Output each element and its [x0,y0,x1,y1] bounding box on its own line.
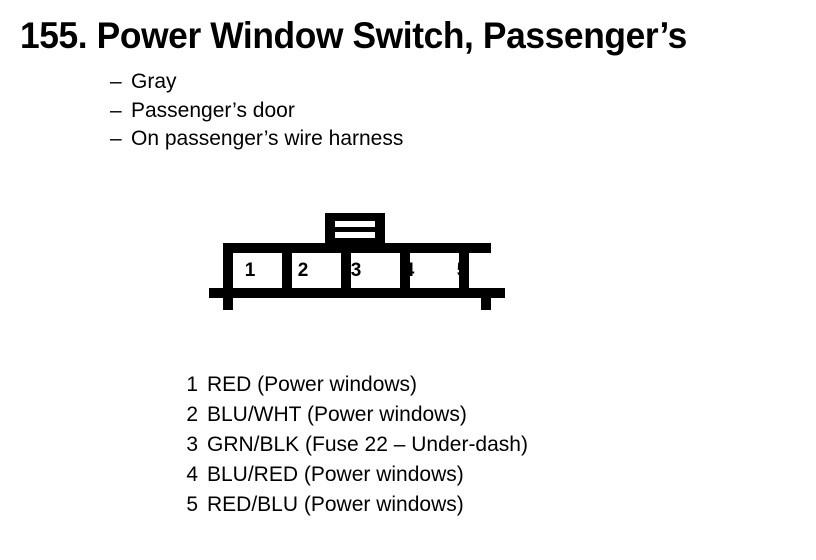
legend-row: 2 BLU/WHT (Power windows) [150,400,528,430]
right-ear-notch [491,243,505,253]
legend-pin-number: 3 [186,433,198,456]
left-ear-notch [209,243,223,253]
note-text: Gray [131,70,177,93]
connector-outline [209,213,505,310]
legend-pin-number: 5 [186,493,198,516]
legend-pin-description: BLU/WHT (Power windows) [207,403,467,426]
legend-row: 5 RED/BLU (Power windows) [150,490,528,520]
legend-row: 1 RED (Power windows) [150,370,528,400]
pin-cavity-1 [233,253,282,288]
en-dash-icon: – [110,70,122,93]
list-item: –On passenger’s wire harness [110,125,403,154]
pin-cavity-3 [351,253,400,288]
pin-number-5: 5 [457,260,468,281]
legend-pin-number: 4 [186,463,198,486]
pin-number-1: 1 [245,260,256,281]
en-dash-icon: – [110,127,122,150]
list-item: –Gray [110,68,403,97]
legend-row: 3 GRN/BLK (Fuse 22 – Under-dash) [150,430,528,460]
note-text: Passenger’s door [131,98,295,122]
page-title: 155. Power Window Switch, Passenger’s [20,15,687,56]
legend-pin-number: 1 [186,373,198,396]
left-foot-notch [209,298,223,310]
connector-diagram: 1 2 3 4 5 [204,212,510,312]
pin-number-3: 3 [351,260,362,281]
pin-cavity-2 [292,253,341,288]
legend-pin-description: RED/BLU (Power windows) [207,493,464,516]
pin-number-4: 4 [404,260,415,281]
legend-pin-description: RED (Power windows) [207,373,418,396]
notes-list: –Gray –Passenger’s door –On passenger’s … [110,68,403,154]
legend-pin-description: BLU/RED (Power windows) [207,463,464,486]
en-dash-icon: – [110,98,122,122]
pin-cavity-4 [410,253,459,288]
pin-cavity-5 [469,253,491,288]
pin-number-2: 2 [298,260,309,281]
legend-row: 4 BLU/RED (Power windows) [150,460,528,490]
legend-pin-description: GRN/BLK (Fuse 22 – Under-dash) [207,433,528,456]
right-foot-notch [491,298,505,310]
pin-legend: 1 RED (Power windows) 2 BLU/WHT (Power win… [150,370,528,520]
note-text: On passenger’s wire harness [131,127,404,150]
list-item: –Passenger’s door [110,97,403,126]
legend-pin-number: 2 [186,403,198,426]
